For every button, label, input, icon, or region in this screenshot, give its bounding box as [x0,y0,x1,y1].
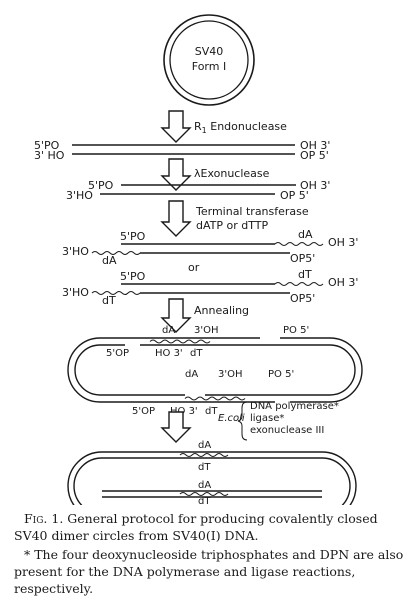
duplex3b-bottom-left: 3'HO [62,286,89,299]
figure-caption: Fig. 1. General protocol for producing c… [14,510,410,597]
dimer-open-top-hybrid [149,339,211,344]
dimer-closed-outer-top [102,451,357,505]
dimer-closed-top-dT: dT [198,462,211,473]
step5-organism: E.coli [218,413,245,424]
arrow-step3 [160,200,192,237]
caption-text: General protocol for producing covalentl… [14,511,378,543]
dimer-open-bottom-dT: dT [205,406,218,417]
step4-label: Annealing [194,304,249,317]
circle-label-form: Form I [192,60,226,73]
duplex3b-top-left: 5'PO [120,270,146,283]
dimer-open-inner-right [140,344,356,396]
dimer-open-top-5OP: 5'OP [106,348,129,359]
duplex1-bottom-right: OP 5' [300,149,329,162]
duplex3a-top-tail [274,242,324,246]
arrow-step4 [160,298,192,333]
dimer-open-top-PO5: PO 5' [283,325,309,336]
arrow-step1 [160,110,192,143]
dimer-open-outer-right [280,337,363,403]
dimer-open-top-3OH: 3'OH [194,325,219,336]
step2-enzyme-label: λExonuclease [194,167,270,180]
duplex2-top-right: OH 3' [300,179,330,192]
protocol-diagram: SV40 Form I R1 Endonuclease 5'PO 3' HO O… [34,14,363,505]
or-text: or [188,261,200,274]
dimer-closed-bottom-dT: dT [198,496,211,505]
caption-fig-label: Fig. 1. [24,511,64,526]
duplex3b-tail-top-label: dT [298,268,312,281]
step5-enzyme-ligase: ligase* [250,413,284,424]
duplex3a-top-left: 5'PO [120,230,146,243]
duplex2-bottom-right: OP 5' [280,189,309,202]
dimer-open-inner-left [74,344,185,396]
caption-footnote: * The four deoxynucleoside triphosphates… [14,547,404,596]
circle-label-sv40: SV40 [195,45,224,58]
dimer-closed-outer-left [67,451,103,505]
duplex3b-top-tail [274,282,324,286]
dimer-open-outer-left [67,337,275,403]
duplex3b-top-right: OH 3' [328,276,358,289]
dimer-closed-inner-top [102,457,351,505]
sv40-form-i-inner-circle [169,20,249,100]
dimer-open-top-HO3: HO 3' [155,348,183,359]
dimer-open-bottom-dA: dA [185,369,198,380]
caption-main: Fig. 1. General protocol for producing c… [14,510,410,544]
step1-enzyme-label: R1 Endonuclease [194,120,287,135]
duplex3a-bottom-left: 3'HO [62,245,89,258]
arrow-step5 [160,411,192,443]
sv40-form-i-circle [163,14,255,106]
step5-enzyme-exonuclease: exonuclease III [250,425,324,436]
duplex3a-bottom-right: OP5' [290,252,315,265]
dimer-open-top-dA: dA [162,325,175,336]
dimer-open-bottom-HO3: HO 3' [170,406,198,417]
duplex1-top-right: OH 3' [300,139,330,152]
dimer-closed-inner-left [73,457,103,505]
duplex3b-tail-bottom-label: dT [102,294,116,307]
duplex3b-bottom-tail [91,291,141,295]
step5-enzyme-polymerase: DNA polymerase* [250,401,339,412]
step5-brace [237,401,248,441]
dimer-open-bottom-hybrid [184,396,246,401]
dimer-open-bottom-3OH: 3'OH [218,369,243,380]
dimer-open-bottom-5OP: 5'OP [132,406,155,417]
dimer-closed-top-dA: dA [198,440,211,451]
duplex3a-top-right: OH 3' [328,236,358,249]
duplex2-bottom-left: 3'HO [66,189,93,202]
step3-enzyme-line2: dATP or dTTP [196,219,268,232]
duplex2-top-left: 5'PO [88,179,114,192]
arrow-step2 [160,158,192,191]
dimer-open-bottom-PO5: PO 5' [268,369,294,380]
duplex1-bottom-left: 3' HO [34,149,65,162]
dimer-closed-bottom-dA: dA [198,480,211,491]
dimer-closed-bottom-hybrid [179,492,229,496]
step3-enzyme-line1: Terminal transferase [195,205,309,218]
dimer-open-top-dT: dT [190,348,203,359]
duplex1-top-left: 5'PO [34,139,60,152]
duplex3b-bottom-right: OP5' [290,292,315,305]
duplex3a-tail-top-label: dA [298,228,313,241]
dimer-closed-top-hybrid [179,453,229,457]
duplex3a-bottom-tail [91,251,141,255]
duplex3a-tail-bottom-label: dA [102,254,117,267]
